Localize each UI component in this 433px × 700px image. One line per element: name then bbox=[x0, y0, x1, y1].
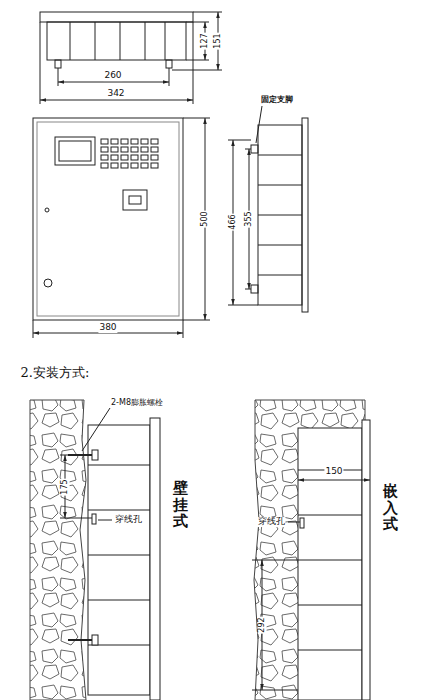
wall-mount-view bbox=[30, 400, 160, 700]
embedded-view bbox=[252, 400, 370, 700]
part-label: 固定支脚 bbox=[260, 96, 294, 105]
front-view bbox=[33, 118, 210, 338]
part-label: 穿线孔 bbox=[114, 515, 143, 525]
dimension: 380 bbox=[98, 323, 117, 333]
dimension: 466 bbox=[229, 213, 238, 230]
mount-type: 嵌入式 bbox=[382, 483, 399, 533]
part-label: 2-M8膨胀螺栓 bbox=[110, 399, 164, 408]
dimension: 292 bbox=[258, 616, 267, 633]
dimension: 175 bbox=[61, 478, 70, 495]
part-label: 穿线孔 bbox=[257, 517, 286, 527]
side-view bbox=[228, 106, 308, 312]
top-view bbox=[40, 12, 222, 104]
dimension: 342 bbox=[106, 89, 125, 99]
dimension: 500 bbox=[201, 210, 210, 227]
dimension: 127 bbox=[201, 32, 210, 49]
dimension: 355 bbox=[245, 210, 254, 227]
dimension: 150 bbox=[324, 467, 343, 477]
mount-type: 壁挂式 bbox=[172, 480, 189, 530]
dimension: 260 bbox=[103, 71, 122, 81]
dimension: 151 bbox=[214, 32, 223, 49]
section-heading: 2.安装方式: bbox=[20, 366, 91, 380]
